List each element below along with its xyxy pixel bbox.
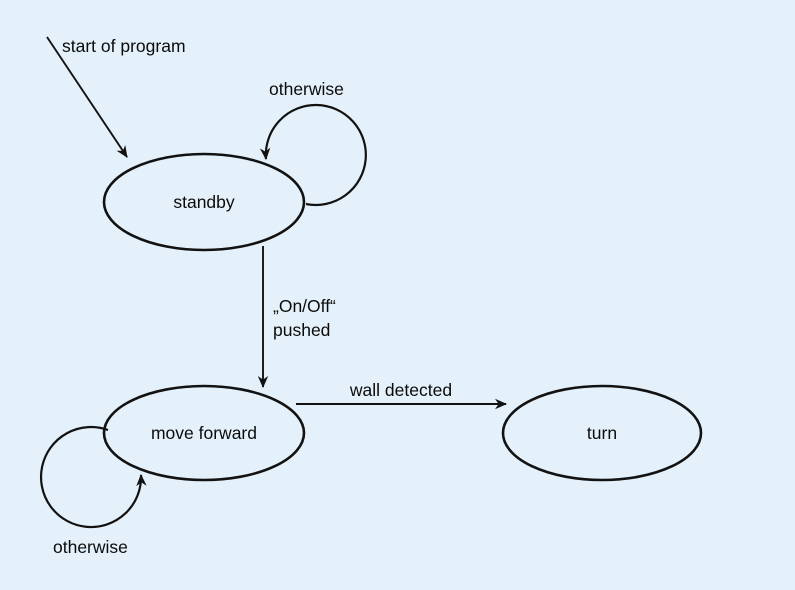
state-node-turn: turn: [501, 384, 703, 482]
state-node-move-forward: move forward: [102, 384, 306, 482]
state-label-turn: turn: [587, 423, 617, 443]
state-node-standby: standby: [102, 152, 306, 252]
state-ellipse-turn: [501, 384, 703, 482]
state-label-move-forward: move forward: [151, 423, 257, 443]
transition-label-start-of-program: start of program: [62, 36, 186, 56]
transition-arrow-move-forward-otherwise: [40, 425, 147, 529]
transition-label-on-off-line1: „On/Off“: [273, 296, 336, 316]
state-ellipse-move-forward: [102, 384, 306, 482]
state-ellipse-standby: [102, 152, 306, 252]
transition-label-wall-detected: wall detected: [349, 380, 452, 400]
state-label-standby: standby: [173, 192, 235, 212]
transition-arrow-standby-otherwise: [259, 103, 367, 207]
transition-label-on-off-line2: pushed: [273, 320, 330, 340]
transition-label-standby-otherwise: otherwise: [269, 79, 344, 99]
transition-arrow-start-of-program: [46, 36, 128, 158]
transition-label-move-forward-otherwise: otherwise: [53, 537, 128, 557]
